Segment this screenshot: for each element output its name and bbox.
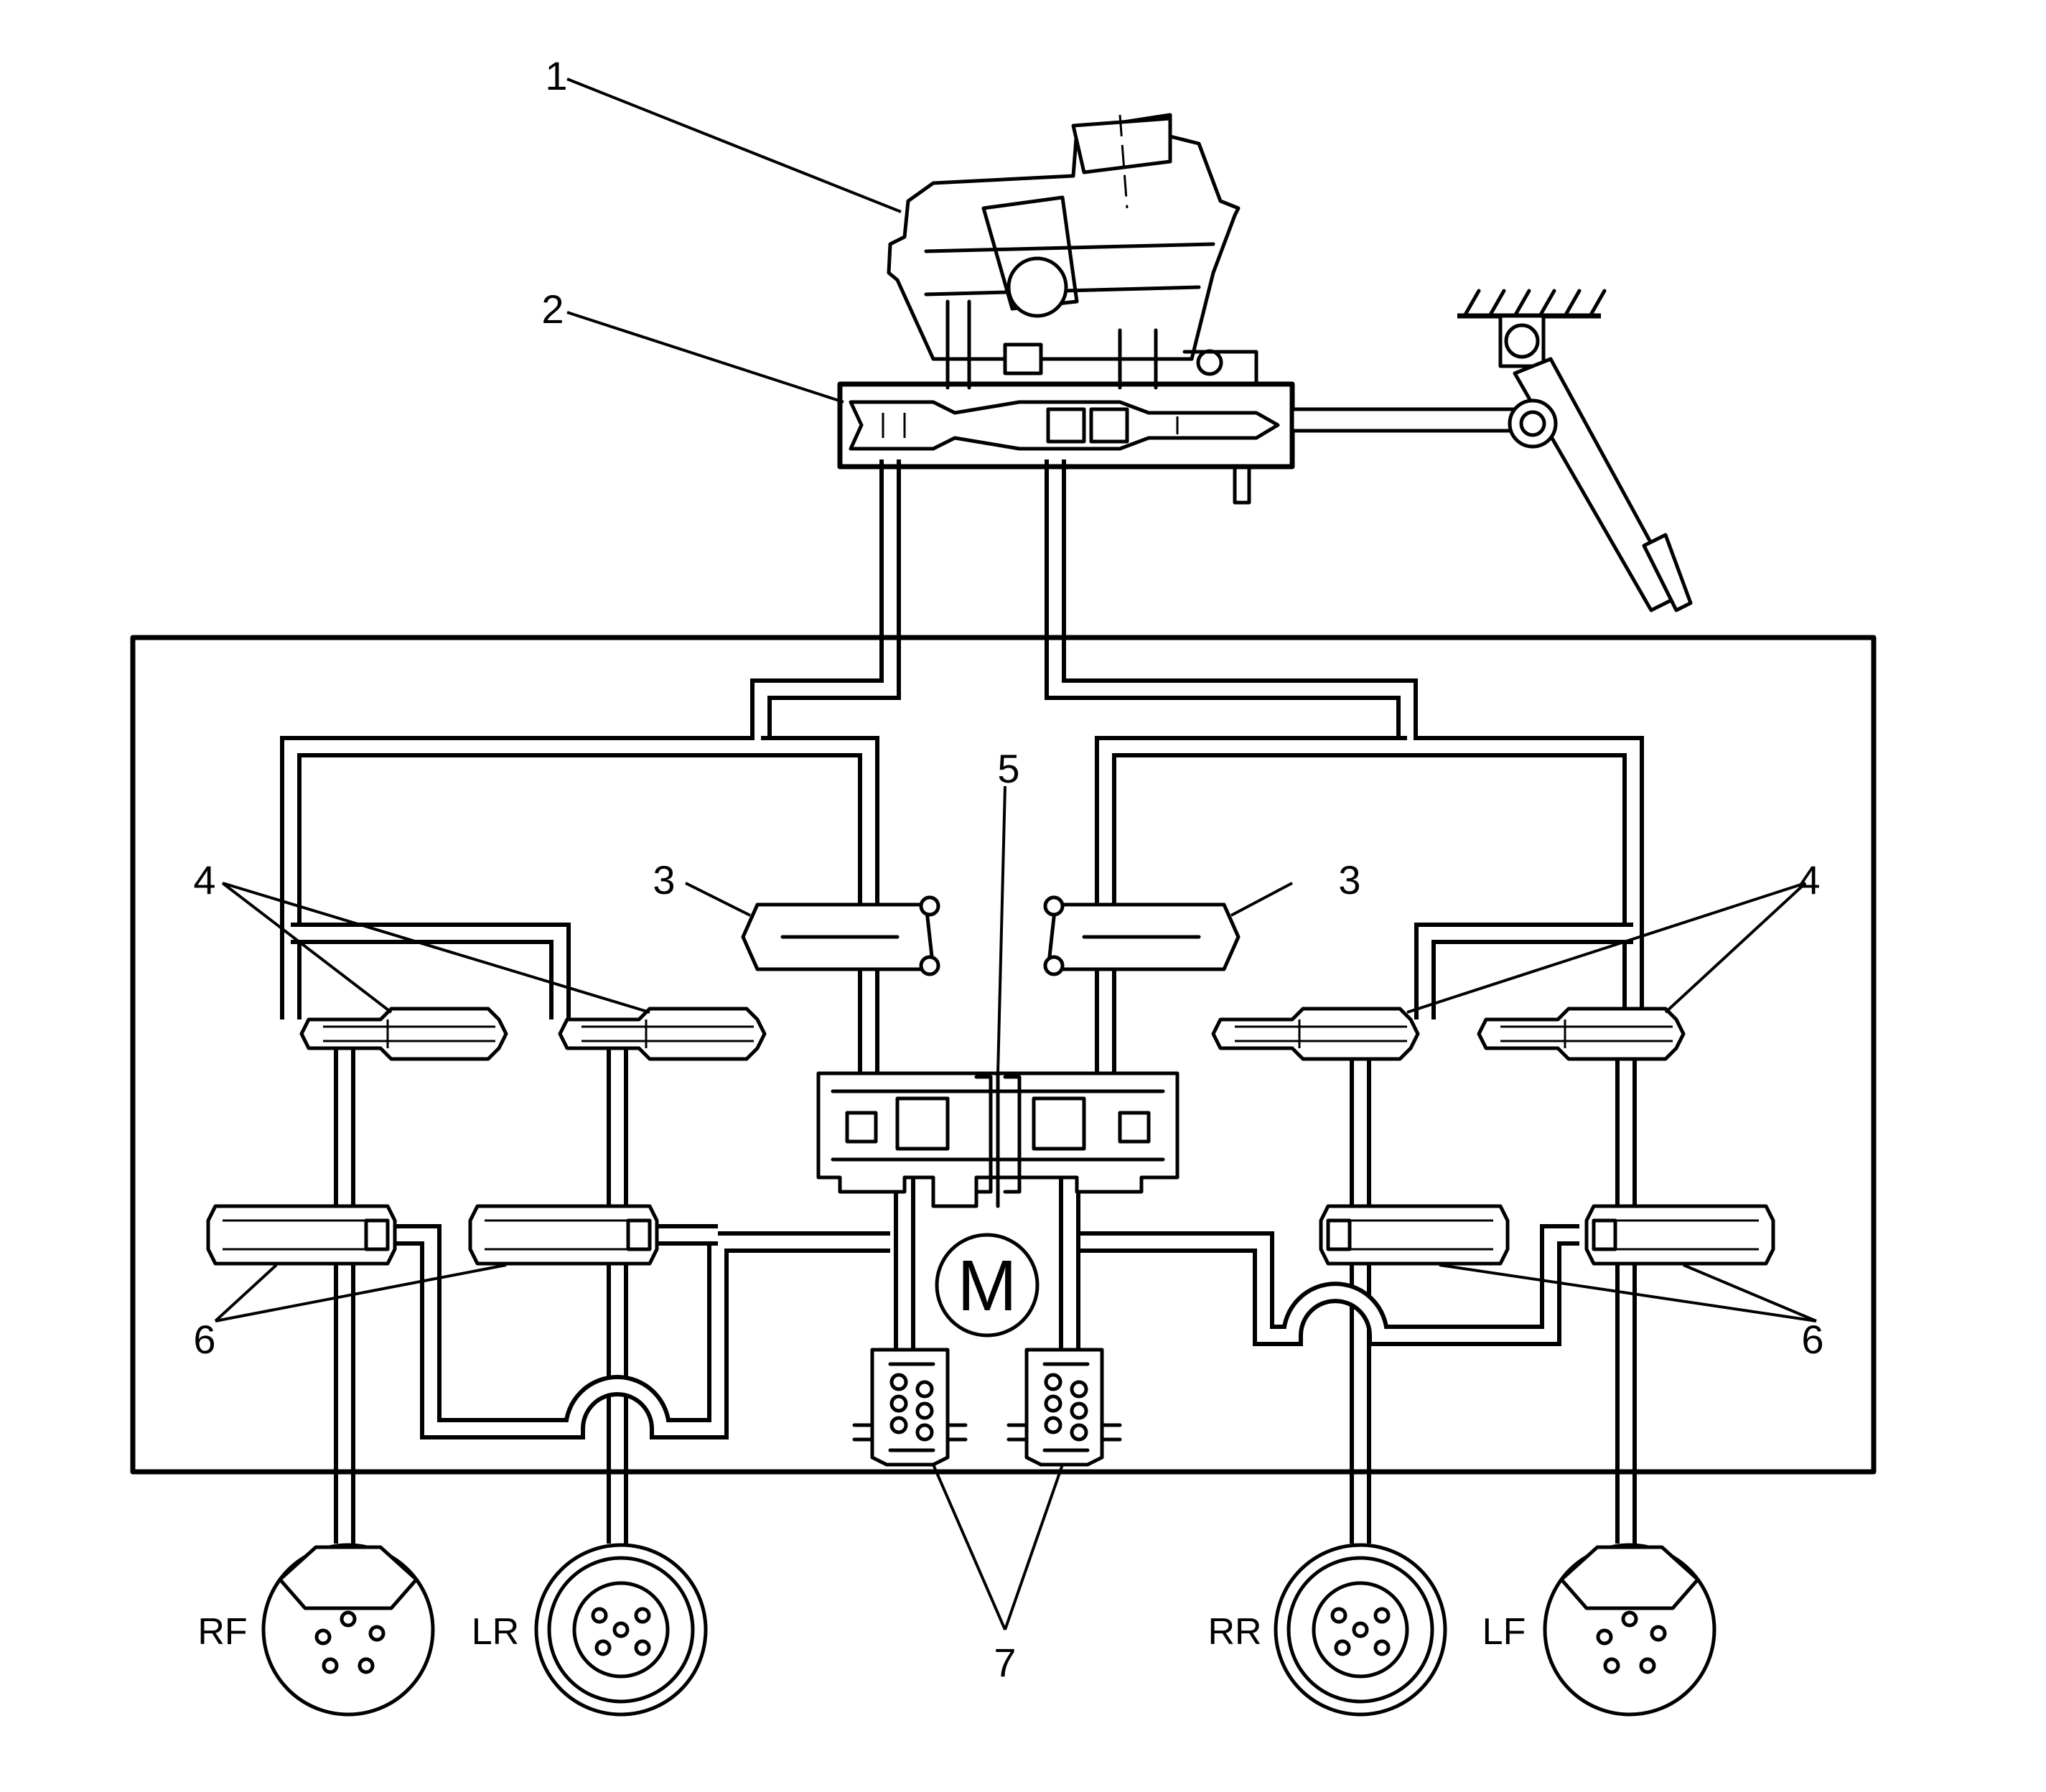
wheel-label-lf: LF: [1482, 1611, 1526, 1653]
master-cylinder: [837, 349, 1295, 505]
callout-1: 1: [545, 53, 567, 98]
leader-lines: [214, 78, 1817, 1630]
inlet-valve-lr: [558, 1007, 767, 1061]
wheel-label-lr: LR: [472, 1611, 519, 1653]
wheel-rf: [261, 1543, 435, 1717]
brake-lines: [280, 459, 1644, 1544]
motor-label: M: [957, 1246, 1017, 1326]
wheel-lr: [534, 1543, 708, 1717]
callout-2: 2: [541, 286, 564, 332]
outlet-valve-lr: [468, 1204, 659, 1266]
callout-6-left: 6: [193, 1317, 215, 1362]
outlet-valve-lf: [1584, 1204, 1775, 1266]
low-pressure-accumulator-left: [852, 1348, 968, 1467]
callout-6-right: 6: [1801, 1317, 1823, 1362]
callout-labels: 1 2 3 3 4 4 5 6 6 7: [193, 53, 1823, 1685]
outlet-valve-rf: [206, 1204, 397, 1266]
accumulator-right: [1043, 895, 1241, 976]
inlet-valve-rr: [1211, 1007, 1420, 1061]
callout-7: 7: [994, 1640, 1016, 1685]
callout-5: 5: [997, 746, 1019, 791]
brake-pedal-assembly: [1290, 289, 1693, 612]
pump-assembly: [816, 1071, 1180, 1208]
hydraulic-module-outline: [130, 635, 1877, 1475]
callout-3-right: 3: [1338, 857, 1360, 902]
inlet-valve-rf: [299, 1007, 508, 1061]
brake-fluid-reservoir: [887, 113, 1241, 390]
low-pressure-accumulators: [852, 1348, 1122, 1467]
wheel-label-rr: RR: [1207, 1611, 1261, 1653]
callout-4-left: 4: [193, 857, 215, 902]
callout-4-right: 4: [1798, 857, 1820, 902]
wheel-rr: [1274, 1543, 1447, 1717]
inlet-valves: [299, 1007, 1686, 1061]
low-pressure-accumulator-right: [1006, 1348, 1122, 1467]
accumulator-left: [741, 895, 940, 976]
wheel-label-rf: RF: [197, 1611, 247, 1653]
wheel-labels: RF LR RR LF: [197, 1611, 1526, 1653]
pump-motor: M: [935, 1233, 1040, 1338]
outlet-valve-rr: [1319, 1204, 1510, 1266]
inlet-valve-lf: [1477, 1007, 1686, 1061]
callout-3-left: 3: [653, 857, 675, 902]
wheel-lf: [1543, 1543, 1716, 1717]
outlet-valves: [206, 1204, 1775, 1266]
